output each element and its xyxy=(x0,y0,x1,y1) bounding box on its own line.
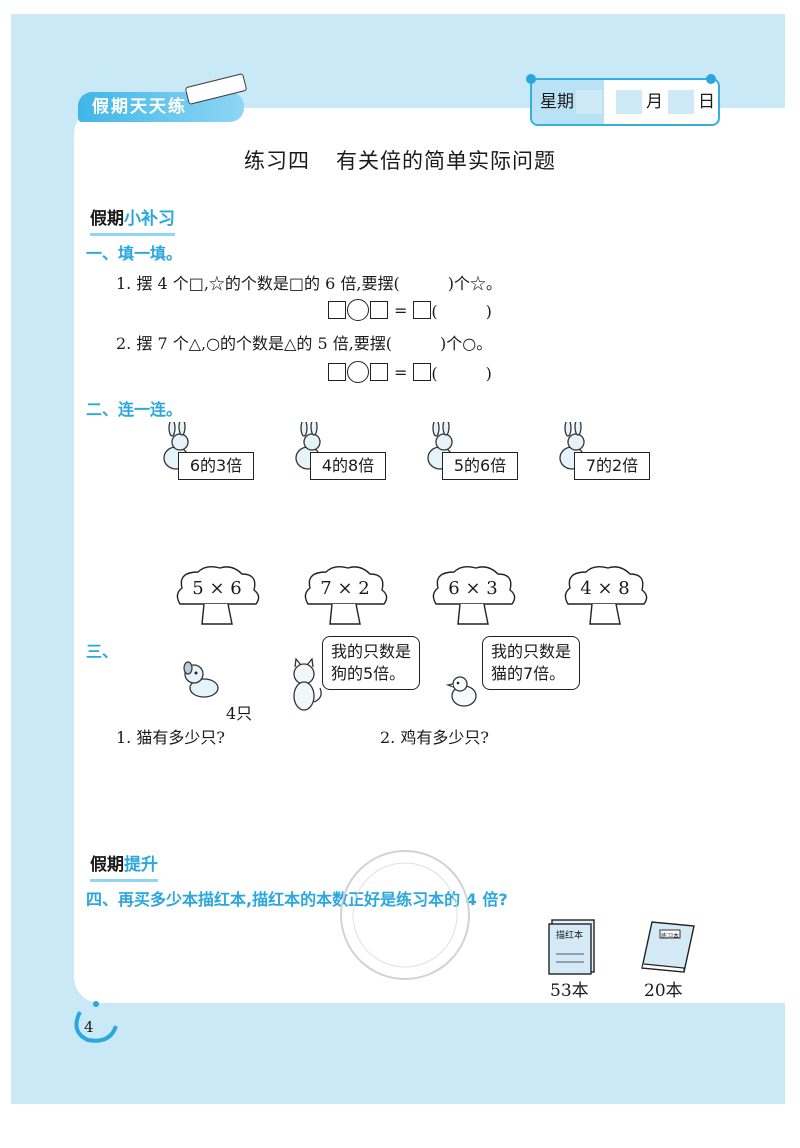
multiple-card-label: 7的2倍 xyxy=(574,452,650,480)
multiple-card-label: 4的8倍 xyxy=(310,452,386,480)
mushroom-card[interactable]: 4 × 8 xyxy=(560,564,650,628)
mushroom-card[interactable]: 5 × 6 xyxy=(172,564,262,628)
speech-line: 猫的7倍。 xyxy=(491,664,566,683)
mushroom-icon xyxy=(176,565,260,625)
multiple-card-label: 5的6倍 xyxy=(442,452,518,480)
page-number: 4 xyxy=(84,1018,94,1036)
heading-word-problem: 三、 xyxy=(86,642,119,661)
equation-blank-2[interactable]: = ( ) xyxy=(328,360,492,384)
page-title: 练习四 有关倍的简单实际问题 xyxy=(0,145,800,175)
speech-line: 我的只数是 xyxy=(491,642,572,661)
unit-paren[interactable]: ( ) xyxy=(431,302,492,321)
mushroom-card[interactable]: 7 × 2 xyxy=(300,564,390,628)
page-swirl-icon xyxy=(74,1001,118,1043)
dog-icon xyxy=(183,661,219,698)
pin-icon xyxy=(526,74,536,84)
mushroom-card[interactable]: 6 × 3 xyxy=(428,564,518,628)
worksheet-paper xyxy=(74,108,786,1003)
copybook-count: 53本 xyxy=(550,981,589,1001)
tag-highlight: 提升 xyxy=(124,855,158,875)
pin-icon xyxy=(706,74,716,84)
question-chicks: 2. 鸡有多少只? xyxy=(380,728,489,747)
mushroom-expression: 6 × 3 xyxy=(448,578,498,599)
mushroom-expression: 7 × 2 xyxy=(320,578,370,599)
exercise-book-cover-label: 练习本 xyxy=(661,933,680,940)
square-blank[interactable] xyxy=(328,363,346,381)
cat-speech-bubble: 我的只数是 狗的5倍。 xyxy=(322,636,421,690)
exercise-book-count: 20本 xyxy=(644,981,683,1001)
square-blank[interactable] xyxy=(370,363,388,381)
daily-practice-badge: 假期天天练 xyxy=(78,92,244,122)
heading-fill-in: 一、填一填。 xyxy=(86,244,183,263)
tag-highlight: 小补习 xyxy=(124,209,175,229)
unit-paren[interactable]: ( ) xyxy=(431,364,492,383)
day-label: 日 xyxy=(698,92,715,112)
section-tag-advance: 假期提升 xyxy=(90,850,158,882)
date-box: 星期 月 日 xyxy=(530,78,720,126)
mushroom-expression: 5 × 6 xyxy=(192,578,242,599)
rabbit-card[interactable]: 4的8倍 xyxy=(290,422,390,482)
mushroom-icon xyxy=(564,565,648,625)
square-blank[interactable] xyxy=(413,301,432,319)
day-slot[interactable] xyxy=(668,90,694,114)
mushroom-icon xyxy=(432,565,516,625)
dog-count: 4只 xyxy=(226,704,253,723)
chick-icon xyxy=(446,676,477,707)
circle-operator-blank[interactable] xyxy=(347,299,369,321)
chick-speech-bubble: 我的只数是 猫的7倍。 xyxy=(482,636,581,690)
mushroom-icon xyxy=(304,565,388,625)
tag-prefix: 假期 xyxy=(90,855,124,875)
exercise-book-icon xyxy=(641,921,695,973)
exercise-number: 练习四 xyxy=(244,149,310,173)
mushroom-expression: 4 × 8 xyxy=(580,578,630,599)
multiple-card-label: 6的3倍 xyxy=(178,452,254,480)
watermark-stamp xyxy=(340,850,470,980)
question-fill-2: 2. 摆 7 个△,○的个数是△的 5 倍,要摆( )个○。 xyxy=(116,334,493,353)
question-fill-1: 1. 摆 4 个□,☆的个数是□的 6 倍,要摆( )个☆。 xyxy=(116,274,502,293)
section-tag-review: 假期小补习 xyxy=(90,204,175,236)
equals-sign: = xyxy=(394,362,408,382)
rabbit-card[interactable]: 6的3倍 xyxy=(158,422,258,482)
equation-blank-1[interactable]: = ( ) xyxy=(328,298,492,322)
exercise-topic: 有关倍的简单实际问题 xyxy=(336,149,556,173)
equals-sign: = xyxy=(394,300,408,320)
month-label: 月 xyxy=(646,92,663,112)
speech-line: 我的只数是 xyxy=(331,642,412,661)
rabbit-card[interactable]: 7的2倍 xyxy=(554,422,654,482)
question-cats: 1. 猫有多少只? xyxy=(116,728,225,747)
rabbit-card[interactable]: 5的6倍 xyxy=(422,422,522,482)
speech-line: 狗的5倍。 xyxy=(331,664,406,683)
square-blank[interactable] xyxy=(370,301,388,319)
square-blank[interactable] xyxy=(328,301,346,319)
weekday-slot[interactable] xyxy=(576,90,602,114)
heading-question-4: 四、再买多少本描红本,描红本的本数正好是练习本的 4 倍? xyxy=(86,890,508,909)
square-blank[interactable] xyxy=(413,363,432,381)
circle-operator-blank[interactable] xyxy=(347,361,369,383)
cat-icon xyxy=(293,658,322,711)
copybook-cover-label: 描红本 xyxy=(556,931,584,941)
tag-prefix: 假期 xyxy=(90,209,124,229)
heading-connect: 二、连一连。 xyxy=(86,400,183,419)
month-slot[interactable] xyxy=(616,90,642,114)
copybook-icon xyxy=(548,919,595,975)
